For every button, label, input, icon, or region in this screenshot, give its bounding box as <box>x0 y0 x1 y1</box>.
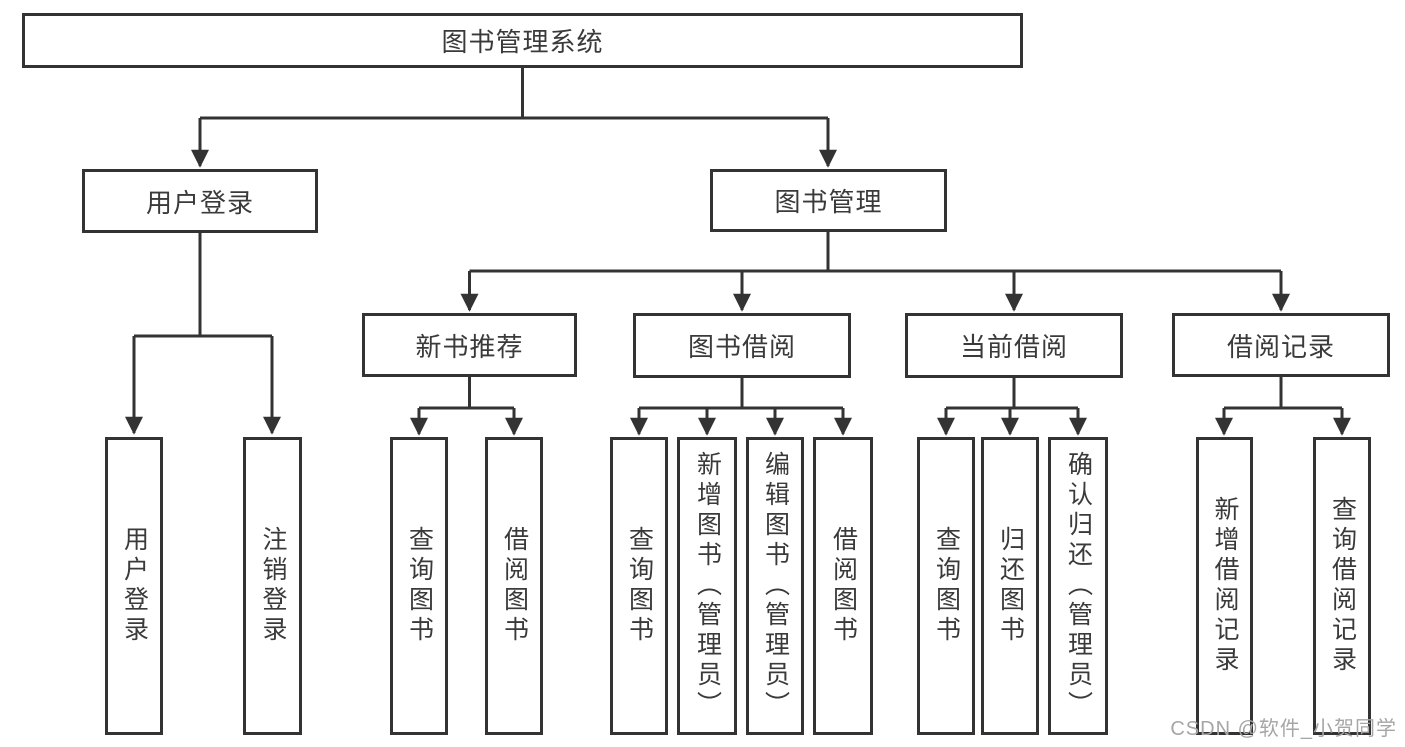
node-leaf-borrow-borrow: 借阅图书 <box>813 437 873 735</box>
node-current-borrow: 当前借阅 <box>905 313 1123 378</box>
node-leaf-current-query-label: 查询图书 <box>932 526 961 646</box>
node-leaf-newbook-query: 查询图书 <box>390 437 448 735</box>
node-user-login: 用户登录 <box>82 169 318 233</box>
node-new-book-recommend: 新书推荐 <box>362 313 577 377</box>
connector-borrow-bus <box>639 378 843 410</box>
node-leaf-current-return-label: 归还图书 <box>996 526 1025 646</box>
node-leaf-records-query-label: 查询借阅记录 <box>1328 496 1357 676</box>
node-root-label: 图书管理系统 <box>441 27 604 57</box>
connector-records-bus <box>1224 377 1342 410</box>
node-leaf-borrow-query: 查询图书 <box>610 437 668 735</box>
node-book-borrow-label: 图书借阅 <box>687 332 796 362</box>
node-leaf-borrow-add-admin: 新增图书（管理员） <box>677 437 737 735</box>
connector-userlogin-bus <box>134 233 272 338</box>
node-leaf-current-return: 归还图书 <box>981 437 1039 735</box>
connector-newrec-bus <box>419 377 514 410</box>
node-leaf-current-query: 查询图书 <box>917 437 975 735</box>
node-current-borrow-label: 当前借阅 <box>959 332 1068 362</box>
connector-bookmgmt-bus <box>469 232 1281 273</box>
node-leaf-borrow-edit-admin: 编辑图书（管理员） <box>746 437 804 735</box>
node-leaf-newbook-query-label: 查询图书 <box>405 526 434 646</box>
node-leaf-borrow-query-label: 查询图书 <box>625 526 654 646</box>
node-book-management: 图书管理 <box>710 169 947 232</box>
node-leaf-borrow-add-admin-label: 新增图书（管理员） <box>693 451 722 721</box>
node-leaf-user-login-label: 用户登录 <box>120 526 149 646</box>
node-leaf-borrow-borrow-label: 借阅图书 <box>829 526 858 646</box>
connector-root-bus <box>200 68 828 120</box>
connector-current-bus <box>946 378 1078 410</box>
node-leaf-records-add: 新增借阅记录 <box>1196 437 1253 735</box>
node-leaf-newbook-borrow-label: 借阅图书 <box>500 526 529 646</box>
node-leaf-logout-label: 注销登录 <box>259 526 287 646</box>
node-user-login-label: 用户登录 <box>145 187 254 218</box>
node-root-system: 图书管理系统 <box>22 13 1023 68</box>
node-borrow-records: 借阅记录 <box>1172 313 1390 377</box>
node-borrow-records-label: 借阅记录 <box>1226 331 1335 362</box>
node-new-book-recommend-label: 新书推荐 <box>415 331 524 362</box>
node-leaf-borrow-edit-admin-label: 编辑图书（管理员） <box>761 451 790 721</box>
node-leaf-user-login: 用户登录 <box>105 437 163 735</box>
node-leaf-newbook-borrow: 借阅图书 <box>485 437 543 735</box>
node-leaf-records-query: 查询借阅记录 <box>1313 437 1371 735</box>
node-leaf-current-confirm-admin-label: 确认归还（管理员） <box>1064 451 1093 721</box>
node-leaf-current-confirm-admin: 确认归还（管理员） <box>1048 437 1108 735</box>
node-book-management-label: 图书管理 <box>774 187 883 217</box>
node-leaf-logout: 注销登录 <box>243 437 302 735</box>
node-leaf-records-add-label: 新增借阅记录 <box>1211 496 1239 676</box>
node-book-borrow: 图书借阅 <box>633 313 851 378</box>
